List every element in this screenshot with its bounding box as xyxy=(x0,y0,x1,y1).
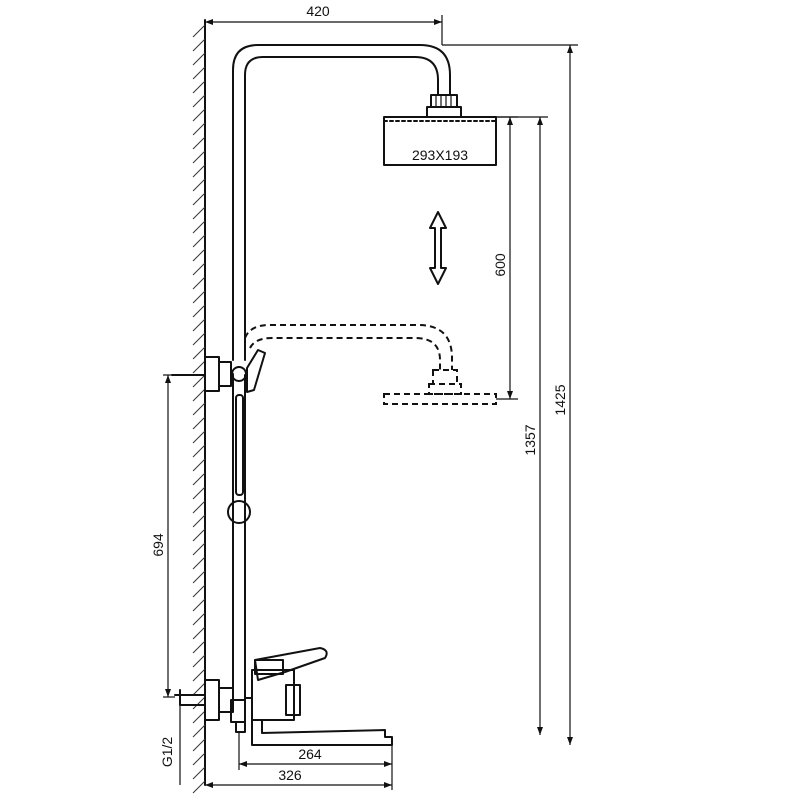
hatch-line xyxy=(192,710,206,724)
dim-inlet-to-head: 1357 xyxy=(496,116,548,735)
dim-spout-reach-label: 264 xyxy=(298,746,322,762)
hatch-line xyxy=(192,724,206,738)
hatch-line xyxy=(192,570,206,584)
hatch-line xyxy=(192,682,206,696)
hatch-line xyxy=(192,738,206,752)
dim-top-width-label: 420 xyxy=(306,3,330,19)
dim-overall-depth: 326 xyxy=(205,767,392,788)
dim-handshower-height: 694 xyxy=(150,374,175,698)
dim-handshower-height-label: 694 xyxy=(150,533,166,557)
mixer-body xyxy=(174,647,328,723)
hatch-line xyxy=(192,122,206,136)
hatch-line xyxy=(192,192,206,206)
bath-spout xyxy=(235,719,393,746)
dim-top-width: 420 xyxy=(205,3,443,45)
hatch-line xyxy=(192,248,206,262)
hatch-line xyxy=(192,164,206,178)
hatch-line xyxy=(192,206,206,220)
hatch-line xyxy=(192,178,206,192)
hatch-line xyxy=(192,52,206,66)
hatch-line xyxy=(192,388,206,402)
hatch-line xyxy=(192,766,206,780)
hatch-line xyxy=(192,640,206,654)
hatch-line xyxy=(192,500,206,514)
hatch-line xyxy=(192,542,206,556)
hatch-line xyxy=(192,780,206,794)
hatch-line xyxy=(192,136,206,150)
dim-total-height: 1425 xyxy=(442,44,578,745)
thread-label-group: G1/2 xyxy=(159,705,181,785)
hatch-line xyxy=(192,654,206,668)
hatch-line xyxy=(192,150,206,164)
hatch-line xyxy=(192,458,206,472)
hatch-line xyxy=(192,444,206,458)
hatch-line xyxy=(192,472,206,486)
wall xyxy=(192,19,206,794)
hatch-line xyxy=(192,612,206,626)
adjust-arrow-icon xyxy=(429,211,447,285)
hatch-line xyxy=(192,668,206,682)
hatch-line xyxy=(192,402,206,416)
hatch-line xyxy=(192,416,206,430)
hatch-line xyxy=(192,374,206,388)
hatch-line xyxy=(192,108,206,122)
hatch-line xyxy=(192,598,206,612)
hatch-line xyxy=(192,430,206,444)
dim-spout-reach: 264 xyxy=(238,733,393,790)
hatch-line xyxy=(192,94,206,108)
dim-slide-travel-label: 600 xyxy=(492,253,508,277)
hatch-line xyxy=(192,318,206,332)
hand-shower xyxy=(227,394,251,524)
hatch-line xyxy=(192,38,206,52)
hatch-line xyxy=(192,346,206,360)
dim-total-height-label: 1425 xyxy=(552,384,568,415)
hatch-line xyxy=(192,304,206,318)
head-size-label: 293X193 xyxy=(412,147,468,163)
shower-head-lowered-position xyxy=(244,324,497,405)
hatch-line xyxy=(192,626,206,640)
hatch-line xyxy=(192,752,206,766)
riser-pipe xyxy=(232,44,451,701)
hatch-line xyxy=(192,514,206,528)
hatch-line xyxy=(192,80,206,94)
hatch-line xyxy=(192,234,206,248)
hatch-line xyxy=(192,556,206,570)
upper-wall-bracket xyxy=(171,349,266,393)
hatch-line xyxy=(192,262,206,276)
wall-hatching xyxy=(192,24,206,794)
hatch-line xyxy=(192,220,206,234)
dim-slide-travel: 600 xyxy=(492,116,518,400)
hatch-line xyxy=(192,528,206,542)
hatch-line xyxy=(192,332,206,346)
hatch-line xyxy=(192,66,206,80)
hatch-line xyxy=(192,486,206,500)
hatch-line xyxy=(192,24,206,38)
hatch-line xyxy=(192,360,206,374)
hatch-line xyxy=(192,290,206,304)
thread-label: G1/2 xyxy=(159,737,175,768)
hatch-line xyxy=(192,584,206,598)
hatch-line xyxy=(192,276,206,290)
dim-inlet-to-head-label: 1357 xyxy=(522,424,538,455)
dim-overall-depth-label: 326 xyxy=(278,767,302,783)
shower-head-top: 293X193 xyxy=(383,94,497,166)
hatch-line xyxy=(192,696,206,710)
